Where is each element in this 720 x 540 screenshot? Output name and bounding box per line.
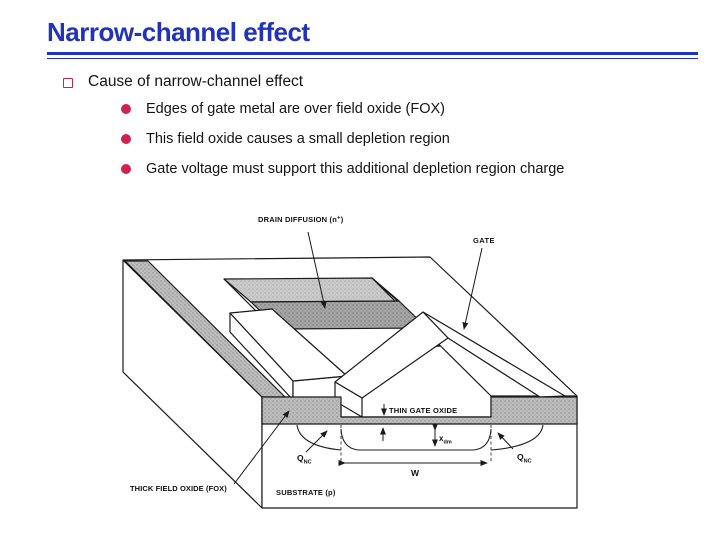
side-depletion-arc-right [490,424,544,451]
gate-callout-arrow [462,247,483,330]
xdm-label: xdm [439,434,452,446]
list-item-text: This field oxide causes a small depletio… [146,131,450,147]
side-depletion-arc-left [296,424,342,451]
circle-bullet-icon [121,164,131,174]
list-item: Gate voltage must support this additiona… [121,159,701,179]
gate-label: GATE [473,236,495,245]
square-bullet-icon [63,78,73,88]
fox-callout-arrow [233,410,290,485]
list-item-text: Gate voltage must support this additiona… [146,161,565,177]
list-item: Edges of gate metal are over field oxide… [121,99,701,119]
qnc-left-label: QNC [297,453,312,466]
channel-width-dashed-lines [340,425,492,462]
substrate-label: SUBSTRATE (p) [276,488,336,497]
circle-bullet-icon [121,104,131,114]
thick-field-oxide-label: THICK FIELD OXIDE (FOX) [130,484,227,493]
depletion-boundary [296,424,544,451]
list-item-text: Edges of gate metal are over field oxide… [146,101,446,117]
list-item: This field oxide causes a small depletio… [121,129,701,149]
recess-back-bevel [223,277,400,303]
width-label: W [411,468,420,478]
die-block [122,256,578,509]
fox-cross-section-band [261,396,578,425]
bullet-heading: Cause of narrow-channel effect [88,73,304,90]
drain-diffusion-label: DRAIN DIFFUSION (n+) [258,215,344,224]
qnc-right-label: QNC [517,452,532,465]
title-divider [47,52,698,59]
mosfet-width-cross-section-figure: DRAIN DIFFUSION (n+) GATE THIN GATE OXID… [122,215,578,509]
annotation-arrows [233,231,514,485]
thin-gate-oxide-label: THIN GATE OXIDE [389,406,457,415]
qnc-right-arrow [497,432,514,450]
qnc-left-arrow [305,430,328,453]
circle-bullet-icon [121,134,131,144]
page-title: Narrow-channel effect [47,17,310,47]
drain-callout-arrow [307,231,327,309]
